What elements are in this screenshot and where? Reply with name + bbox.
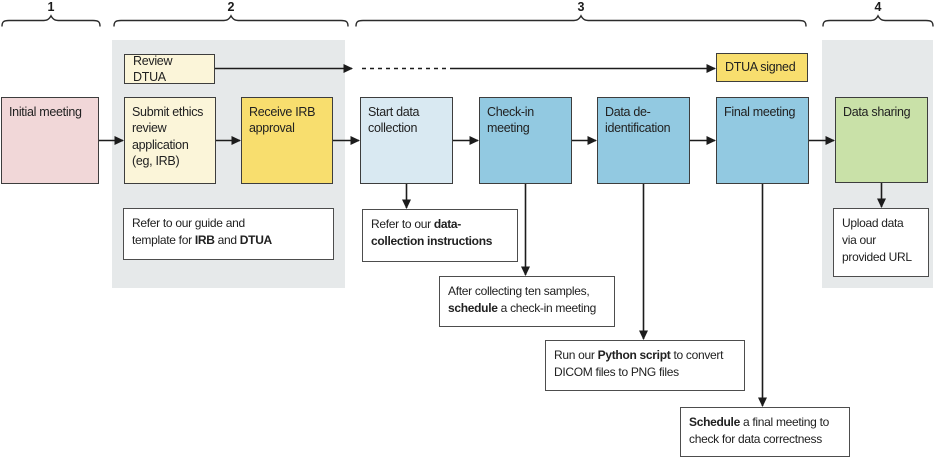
phase-number-3: 3 — [577, 0, 585, 14]
annotation-irb-dtua-guide: Refer to our guide and template for IRB … — [123, 208, 334, 260]
phase-number-4: 4 — [874, 0, 882, 14]
annotation-schedule-checkin: After collecting ten samples, schedule a… — [439, 276, 615, 327]
phase-number-2: 2 — [227, 0, 235, 14]
brace-phase-4 — [822, 14, 934, 27]
phase-number-1: 1 — [47, 0, 55, 14]
node-initial-meeting: Initial meeting — [1, 97, 99, 184]
annotation-schedule-final: Schedule a final meeting to check for da… — [680, 407, 850, 457]
node-final-meeting: Final meeting — [716, 97, 809, 184]
node-receive-irb: Receive IRB approval — [241, 97, 333, 184]
node-data-sharing: Data sharing — [835, 97, 928, 183]
node-checkin-meeting: Check-in meeting — [479, 97, 572, 184]
brace-phase-2 — [113, 14, 349, 27]
node-dtua-signed: DTUA signed — [716, 53, 808, 82]
node-review-dtua: Review DTUA — [124, 54, 215, 84]
annotation-upload-data: Upload data via our provided URL — [833, 208, 929, 277]
annotation-python-script: Run our Python script to convert DICOM f… — [545, 340, 745, 391]
node-start-collection: Start data collection — [360, 97, 453, 184]
brace-phase-1 — [1, 14, 101, 27]
node-submit-ethics: Submit ethics review application (eg, IR… — [124, 97, 216, 184]
brace-phase-3 — [355, 14, 807, 27]
node-deidentification: Data de- identification — [597, 97, 690, 184]
annotation-data-collection-instructions: Refer to our data- collection instructio… — [362, 209, 518, 262]
